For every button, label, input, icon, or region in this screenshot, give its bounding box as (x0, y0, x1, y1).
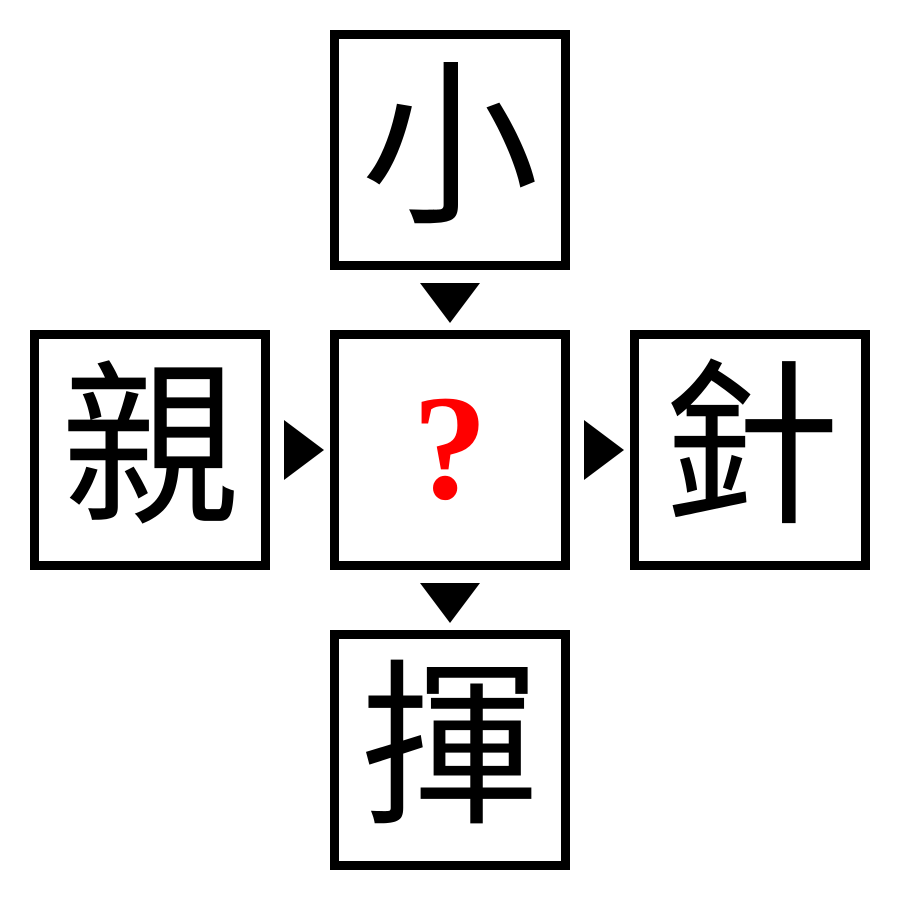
tile-left: 親 (30, 330, 270, 570)
bottom-kanji: 揮 (361, 644, 539, 851)
arrow-right-icon (284, 420, 324, 480)
question-mark: ? (412, 365, 488, 531)
arrow-right-icon (584, 420, 624, 480)
top-kanji: 小 (361, 44, 539, 251)
tile-center-answer[interactable]: ? (330, 330, 570, 570)
tile-bottom: 揮 (330, 630, 570, 870)
left-kanji: 親 (61, 344, 239, 551)
right-kanji: 針 (661, 344, 839, 551)
tile-top: 小 (330, 30, 570, 270)
tile-right: 針 (630, 330, 870, 570)
arrow-down-icon (420, 283, 480, 323)
arrow-down-icon (420, 583, 480, 623)
